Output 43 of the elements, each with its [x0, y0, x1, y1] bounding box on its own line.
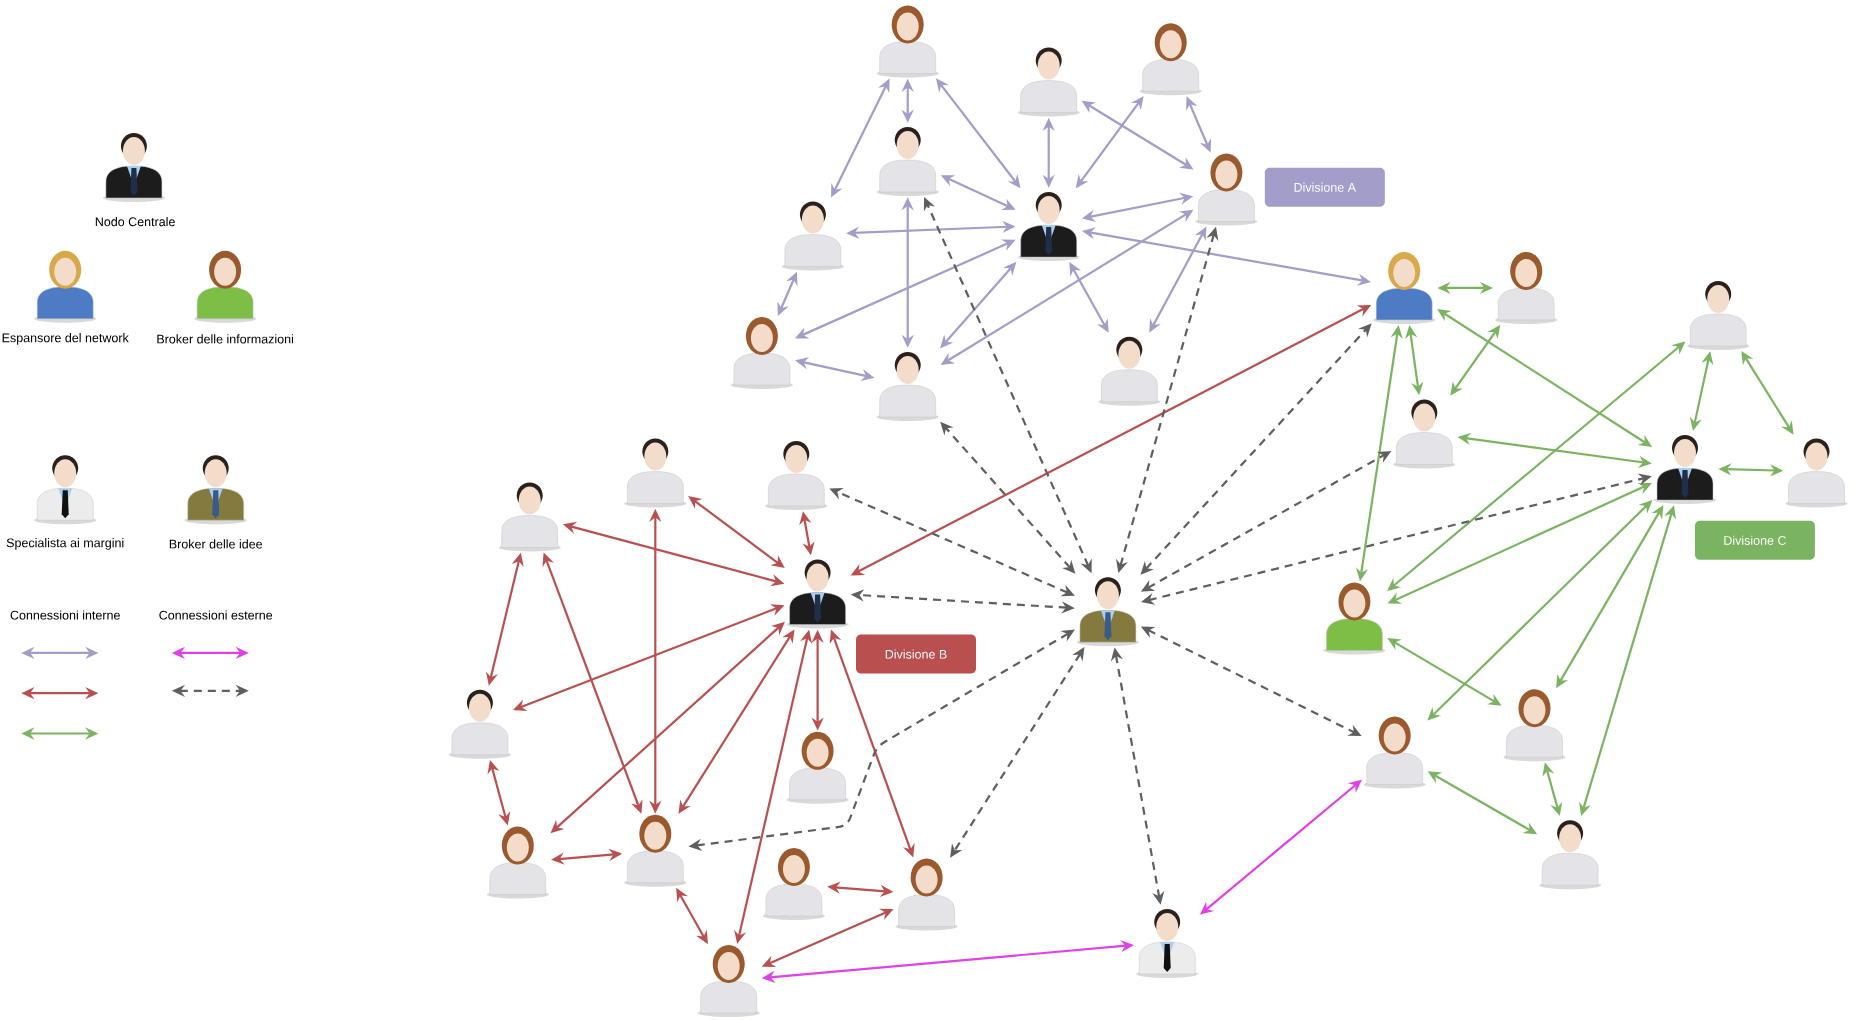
person-icon: [697, 945, 760, 1018]
person-icon: [876, 5, 939, 78]
person-icon: [1393, 399, 1456, 469]
person-icon: [624, 814, 687, 887]
legend-label: Espansore del network: [2, 333, 129, 345]
person-icon: [1503, 689, 1566, 762]
legend-label: Broker delle informazioni: [157, 334, 293, 344]
legend-label: Specialista ai margini: [6, 538, 124, 550]
person-icon: [1136, 909, 1199, 978]
person-icon: [781, 201, 844, 271]
person-icon: [1687, 281, 1750, 350]
person-icon: [1373, 251, 1436, 324]
person-icon: [876, 352, 939, 422]
division-label: Divisione A: [1264, 167, 1385, 207]
person-icon: [762, 848, 825, 920]
person-icon: [1654, 435, 1716, 505]
person-icon: [1323, 582, 1386, 655]
person-icon: [730, 317, 793, 390]
legend-label: Nodo Centrale: [95, 217, 175, 227]
person-icon: [1017, 47, 1080, 117]
person-icon: [1785, 438, 1848, 508]
person-icon: [1363, 716, 1426, 789]
person-icon: [1495, 251, 1558, 324]
person-icon: [624, 438, 687, 508]
person-icon: [1539, 820, 1602, 890]
person-icon: [876, 127, 939, 196]
person-icon: [1017, 192, 1080, 262]
legend-label: Connessioni esterne: [159, 610, 273, 620]
person-icon: [895, 858, 958, 931]
person-icon: [1139, 23, 1202, 96]
division-label: Divisione C: [1694, 520, 1815, 560]
person-icon: [1195, 153, 1258, 226]
person-icon: [765, 441, 828, 510]
person-icon: [448, 689, 511, 759]
person-icon: [786, 559, 849, 629]
legend-label: Broker delle idee: [169, 539, 263, 549]
person-icon: [486, 826, 549, 899]
person-icon: [786, 731, 849, 804]
person-icon: [1076, 577, 1139, 647]
legend-label: Connessioni interne: [10, 610, 120, 620]
person-icon: [1098, 336, 1161, 406]
person-icon: [498, 482, 561, 552]
division-label: Divisione B: [856, 634, 976, 674]
